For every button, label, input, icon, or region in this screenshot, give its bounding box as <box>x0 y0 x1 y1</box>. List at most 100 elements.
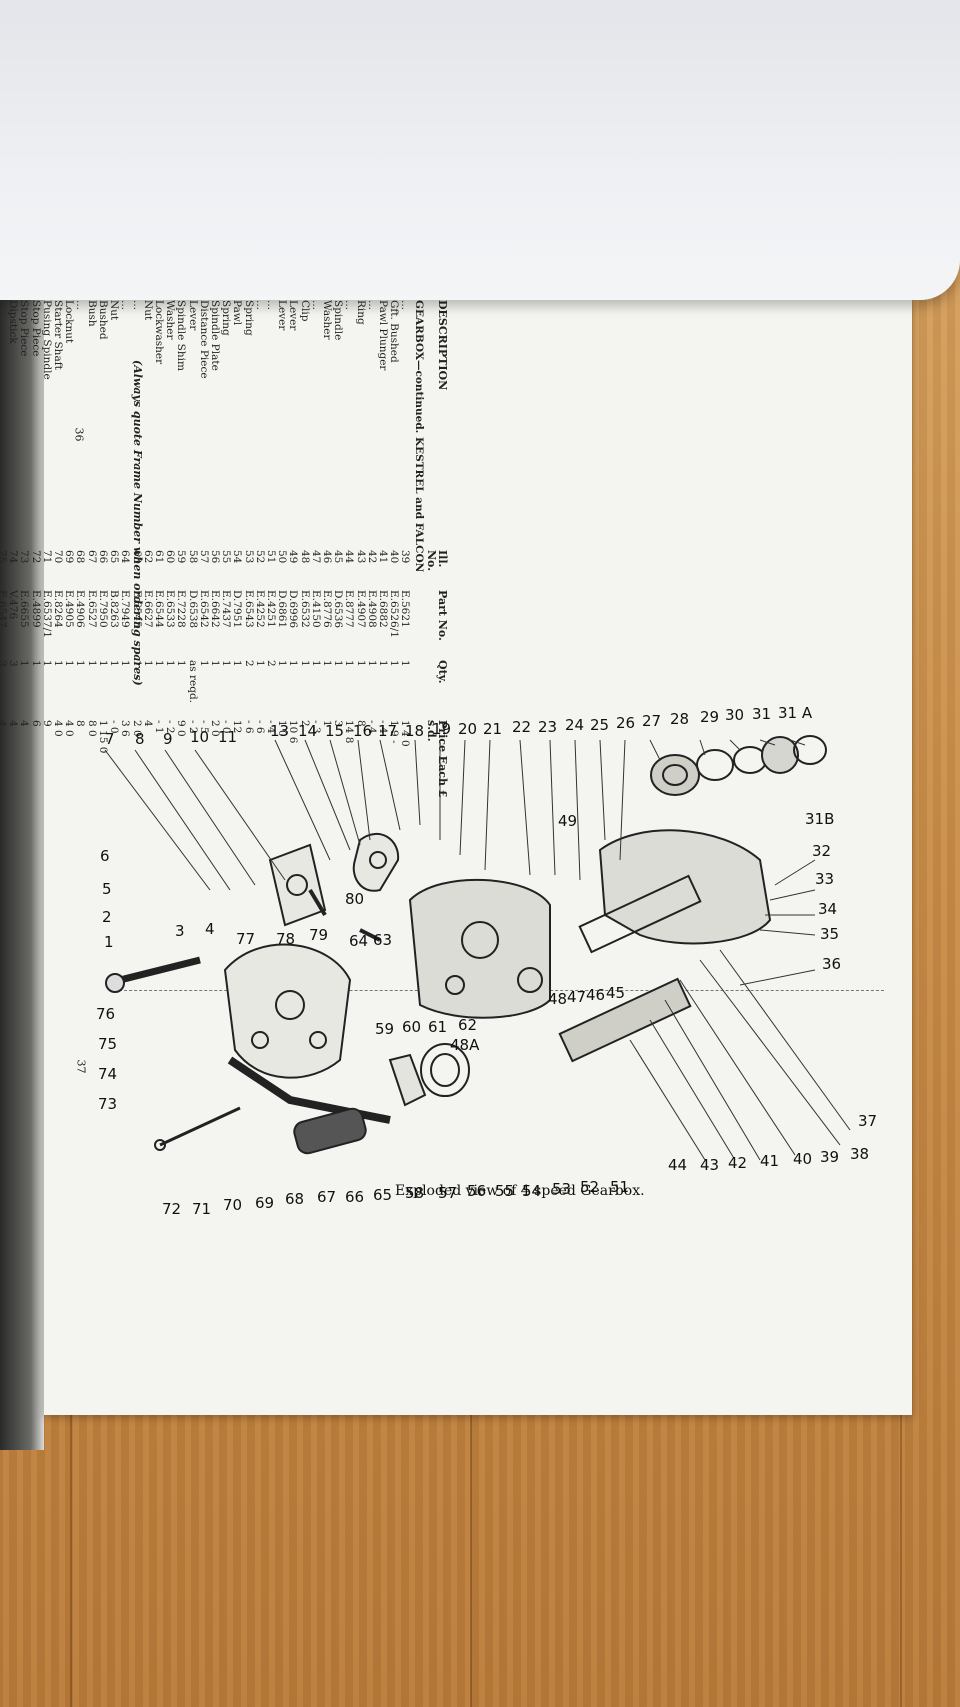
cell-description: Spring <box>242 300 254 336</box>
cell-description: ... <box>74 300 86 311</box>
cell-part-no: E.4150 <box>309 590 322 628</box>
cell-description: Pawl <box>231 300 243 326</box>
cell-ill-no: 58 <box>186 550 199 564</box>
callout-number: 65 <box>373 1186 393 1204</box>
callout-number: 57 <box>438 1184 458 1202</box>
cell-part-no: E.6537/1 <box>40 590 53 638</box>
cell-ill-no: 68 <box>74 550 87 564</box>
cell-part-no: D.6861 <box>276 590 289 629</box>
callout-number: 59 <box>375 1020 395 1038</box>
callout-number: 5 <box>102 880 112 898</box>
callout-number: 74 <box>98 1065 118 1083</box>
callout-number: 56 <box>467 1182 487 1200</box>
callout-number: 76 <box>96 1005 116 1023</box>
cell-part-no: E.6542 <box>197 590 210 628</box>
callout-number: 13 <box>270 722 290 740</box>
callout-number: 31 A <box>778 704 813 722</box>
cell-ill-no: 65 <box>108 550 121 564</box>
callout-number: 73 <box>98 1095 118 1113</box>
cell-part-no: E.5621 <box>399 590 412 628</box>
cell-price: 4 <box>0 720 8 800</box>
callout-number: 66 <box>345 1188 365 1206</box>
cell-part-no: E.7950 <box>96 590 109 628</box>
cell-description: Lever <box>186 300 198 331</box>
cell-ill-no: 70 <box>52 550 65 564</box>
cell-description: Spring <box>220 300 232 336</box>
callout-number: 9 <box>163 730 173 748</box>
callout-number: 47 <box>567 988 587 1006</box>
callout-number: 33 <box>815 870 835 888</box>
cell-description: ... <box>0 300 8 311</box>
catalogue-page <box>44 300 912 1415</box>
cell-ill-no: 73 <box>18 550 31 564</box>
callout-number: 35 <box>820 925 840 943</box>
gearbox-drawing <box>104 735 851 1161</box>
diagram-caption: Exploded view of 4 speed Gearbox. <box>395 1183 645 1199</box>
cell-part-no: E.6526/1 <box>388 590 401 638</box>
cell-ill-no: 57 <box>197 550 210 564</box>
cell-description: Bush <box>85 300 97 327</box>
cell-part-no: E.6547 <box>0 590 9 628</box>
callout-number: 6 <box>100 847 110 865</box>
cell-ill-no: 41 <box>376 550 389 564</box>
cell-part-no: E.6533 <box>164 590 177 628</box>
cell-price: 9 <box>40 720 53 727</box>
callout-number: 58 <box>405 1184 425 1202</box>
callout-number: 28 <box>670 710 690 728</box>
cell-description: Pawl Plunger <box>376 300 388 371</box>
callout-number: 64 <box>349 932 369 950</box>
callout-number: 40 <box>793 1150 813 1168</box>
cell-part-no: E.4905 <box>63 590 76 628</box>
cell-qty: 3 <box>7 660 20 667</box>
callout-number: 48 <box>548 990 568 1008</box>
cell-qty: 3 <box>0 660 8 720</box>
callout-number: 14 <box>298 722 318 740</box>
callout-number: 44 <box>668 1156 688 1174</box>
callout-number: 70 <box>223 1196 243 1214</box>
cell-description: ... <box>399 300 411 311</box>
cell-ill-no: 67 <box>85 550 98 564</box>
callout-number: 37 <box>858 1112 878 1130</box>
cell-ill-no: 46 <box>320 550 333 564</box>
cell-ill-no: 43 <box>354 550 367 564</box>
callout-number: 63 <box>373 931 393 949</box>
cell-part-no: E.8776 <box>320 590 333 628</box>
cell-description: ... <box>264 300 276 311</box>
callout-number: 60 <box>402 1018 422 1036</box>
callout-number: 31 <box>752 705 772 723</box>
turned-page-sheet <box>0 0 960 300</box>
cell-part-no: E.6642 <box>208 590 221 628</box>
cell-description: Ring <box>354 300 366 325</box>
callout-number: 17 <box>378 722 398 740</box>
callout-number: 38 <box>850 1145 870 1163</box>
cell-price: 6 <box>29 720 42 727</box>
cell-description: Spindle <box>332 300 344 341</box>
cell-part-no: B.8263 <box>108 590 121 628</box>
callout-number: 52 <box>580 1178 600 1196</box>
cell-part-no: D.7951 <box>231 590 244 629</box>
callout-number: 1 <box>104 933 114 951</box>
callout-number: 80 <box>345 890 365 908</box>
callout-number: 10 <box>190 728 210 746</box>
cell-description: Stop Piece <box>18 300 30 357</box>
callout-number: 53 <box>552 1180 572 1198</box>
cell-ill-no: 55 <box>220 550 233 564</box>
cell-description: ... <box>343 300 355 311</box>
cell-ill-no: 49 <box>287 550 300 564</box>
cell-qty: 1 <box>29 660 42 667</box>
cell-ill-no: 42 <box>365 550 378 564</box>
callout-number: 48A <box>450 1036 480 1054</box>
cell-ill-no: 50 <box>276 550 289 564</box>
cell-ill-no: 48 <box>298 550 311 564</box>
table-row: ...75E.654734 <box>0 300 9 920</box>
cell-description: Spindle Shim <box>175 300 187 371</box>
cell-part-no: E.8777 <box>343 590 356 628</box>
callout-number: 45 <box>606 984 626 1002</box>
cell-part-no: E.6655 <box>18 590 31 628</box>
cell-description: Stop Piece <box>29 300 41 357</box>
page-number-left: 36 <box>72 427 86 442</box>
